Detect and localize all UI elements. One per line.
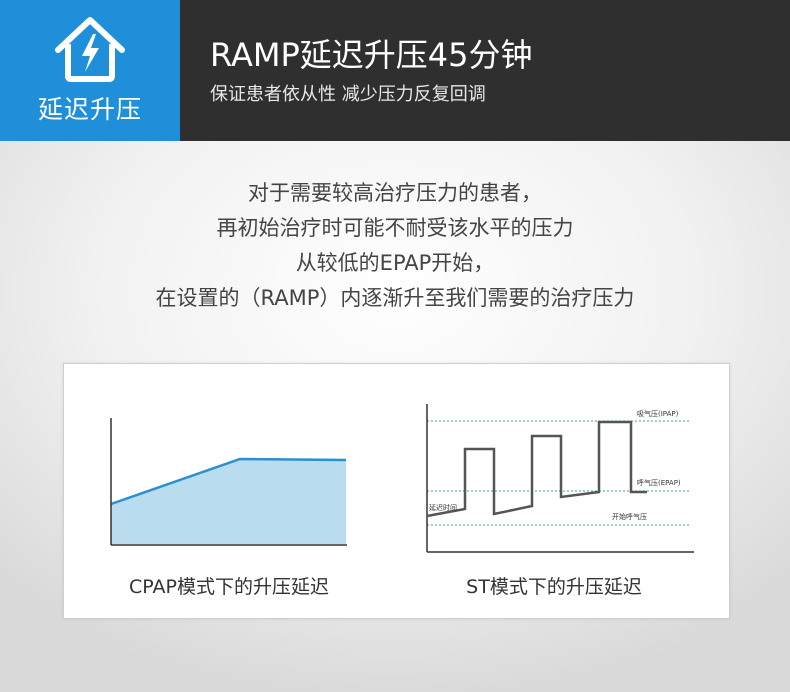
cpap-ramp-chart [110,418,347,546]
st-pressure-line [426,420,647,518]
st-ramp-chart: 吸气压(IPAP) 呼气压(EPAP) 开始呼气压 延迟时间 [426,404,694,553]
st-label-start: 开始呼气压 [612,512,647,521]
cpap-caption: CPAP模式下的升压延迟 [129,576,329,598]
st-label-ipap: 吸气压(IPAP) [637,409,679,418]
header-bar: 延迟升压 RAMP延迟升压45分钟 保证患者依从性 减少压力反复回调 [0,0,790,141]
st-label-epap: 呼气压(EPAP) [637,478,681,487]
intro-line-4: 在设置的（RAMP）内逐渐升至我们需要的治疗压力 [155,286,635,310]
page-subtitle: 保证患者依从性 减少压力反复回调 [210,84,486,105]
intro-text: 对于需要较高治疗压力的患者， 再初始治疗时可能不耐受该水平的压力 从较低的EPA… [0,176,790,316]
chart-panel: CPAP模式下的升压延迟 吸气压(IPAP) 呼气压(EPAP) 开始呼气压 延… [63,363,730,619]
intro-line-2: 再初始治疗时可能不耐受该水平的压力 [216,216,574,240]
st-caption: ST模式下的升压延迟 [466,576,642,598]
cpap-ramp-area [111,459,346,544]
intro-line-1: 对于需要较高治疗压力的患者， [248,181,542,205]
feature-badge: 延迟升压 [0,0,180,141]
st-label-delay: 延迟时间 [429,503,457,512]
house-lightning-icon [55,17,125,82]
cpap-ramp-line [110,457,347,506]
page-title: RAMP延迟升压45分钟 [210,36,533,74]
badge-label: 延迟升压 [37,95,142,124]
intro-line-3: 从较低的EPAP开始， [295,251,495,275]
